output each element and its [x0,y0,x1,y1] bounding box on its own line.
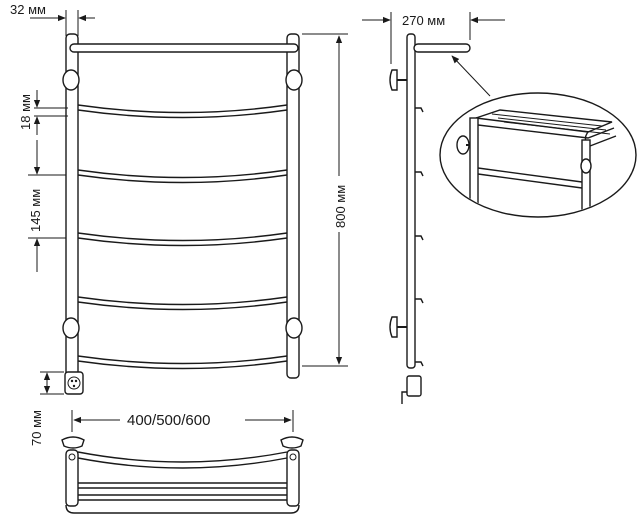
detail-view [439,92,637,218]
dim-rail-diameter: 32 мм [10,2,95,36]
right-top-mount [285,69,303,91]
top-shelf-bar [69,43,299,53]
side-bottom-mount-plate [389,316,398,338]
dim-spacing: 145 мм [28,140,66,272]
top-view [61,436,304,514]
side-heater-cable [401,391,407,404]
side-view [389,33,471,404]
heater-connector [64,371,84,395]
label-height: 800 мм [333,185,348,228]
detail-leader [451,55,491,97]
right-bottom-mount [285,317,303,339]
label-bottom-offset: 70 мм [29,410,44,446]
right-top-rail [286,449,300,507]
side-rail [406,33,416,369]
left-top-flange [61,436,85,449]
right-rail [286,33,300,379]
left-bottom-mount [62,317,80,339]
side-rung-stubs [415,107,424,367]
dim-depth: 270 мм [362,12,505,64]
front-view [62,33,303,395]
rungs [77,104,288,370]
dim-pipe-diameter: 18 мм [18,90,68,135]
dim-bottom-offset: 70 мм [29,371,64,446]
label-depth: 270 мм [402,13,445,28]
dim-height: 800 мм [302,33,348,367]
side-top-mount-plate [389,69,398,91]
right-top-flange [280,436,304,449]
label-pipe-diameter: 18 мм [18,94,33,130]
label-width: 400/500/600 [127,412,210,429]
dim-width: 400/500/600 [71,410,294,432]
left-top-mount [62,69,80,91]
left-top-rail [65,449,79,507]
label-spacing: 145 мм [28,189,43,232]
label-rail-diameter: 32 мм [10,2,46,17]
side-heater-box [406,375,422,397]
side-shelf-arm [413,43,471,53]
